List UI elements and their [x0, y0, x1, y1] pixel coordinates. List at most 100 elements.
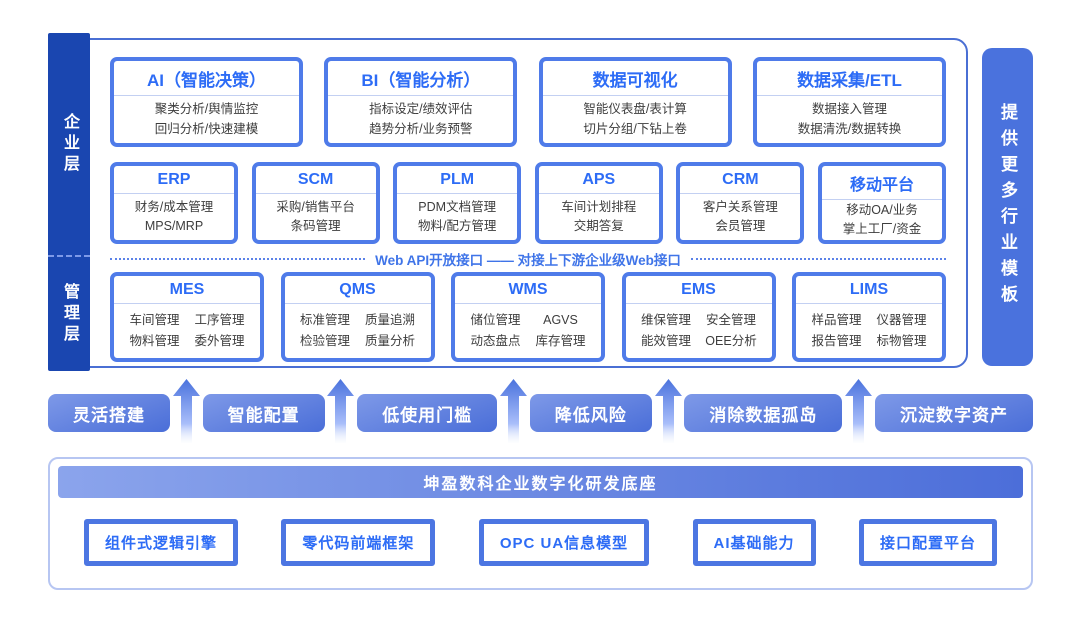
feature-line: 移动OA/业务 — [846, 202, 918, 217]
feature-cell: 质量追溯 — [364, 312, 415, 327]
feature-line: 客户关系管理 — [702, 199, 778, 214]
feature-cell: 储位管理 — [470, 312, 521, 327]
module-title: PLM — [397, 166, 518, 194]
feature-cell: 委外管理 — [194, 334, 245, 348]
module-features: 指标设定/绩效评估 趋势分析/业务预警 — [328, 96, 513, 143]
feature-line: 切片分组/下钻上卷 — [583, 121, 687, 136]
module-features: 智能仪表盘/表计算 切片分组/下钻上卷 — [543, 96, 728, 143]
feature-line: 车间计划排程 — [561, 199, 637, 214]
management-layer-label: 管理层 — [61, 282, 78, 346]
module-title: BI（智能分析） — [328, 61, 514, 96]
module-title: LIMS — [796, 276, 942, 304]
benefit-pill: 降低风险 — [529, 394, 652, 432]
module-title: ERP — [114, 166, 234, 194]
module-card-crm: CRM 客户关系管理 会员管理 — [676, 162, 805, 244]
module-title: MES — [114, 276, 260, 304]
feature-line: 指标设定/绩效评估 — [369, 102, 473, 117]
module-card-aps: APS 车间计划排程 交期答复 — [534, 162, 663, 244]
enterprise-layer-section: 企业层 — [48, 33, 90, 257]
feature-line: 采购/销售平台 — [276, 199, 355, 214]
management-systems-row: MES 车间管理 工序管理 物料管理 委外管理 QMS 标准管理 质量追溯 检验… — [110, 272, 946, 362]
feature-line: 交期答复 — [573, 219, 624, 233]
feature-line: 掌上工厂/资金 — [842, 222, 922, 236]
benefit-pill: 低使用门槛 — [357, 394, 498, 432]
capability-box: 组件式逻辑引擎 — [84, 519, 239, 566]
module-features: 标准管理 质量追溯 检验管理 质量分析 — [285, 304, 431, 358]
module-features: 聚类分析/舆情监控 回归分析/快速建模 — [114, 96, 299, 143]
analytics-row: AI（智能决策） 聚类分析/舆情监控 回归分析/快速建模 BI（智能分析） 指标… — [110, 57, 946, 147]
module-card-data-visualization: 数据可视化 智能仪表盘/表计算 切片分组/下钻上卷 — [538, 57, 732, 147]
feature-line: 智能仪表盘/表计算 — [583, 102, 687, 117]
feature-line: 数据接入管理 — [811, 102, 887, 117]
feature-line: 物料/配方管理 — [417, 219, 497, 233]
module-card-ai: AI（智能决策） 聚类分析/舆情监控 回归分析/快速建模 — [110, 57, 303, 147]
module-card-scm: SCM 采购/销售平台 条码管理 — [251, 162, 380, 244]
up-arrow-icon — [499, 379, 527, 443]
feature-cell: 安全管理 — [705, 312, 756, 327]
feature-cell: 质量分析 — [364, 334, 415, 348]
module-card-mobile-platform: 移动平台 移动OA/业务 掌上工厂/资金 — [817, 162, 946, 244]
feature-cell: 动态盘点 — [470, 334, 521, 348]
benefit-pill: 灵活搭建 — [48, 394, 170, 432]
module-card-etl: 数据采集/ETL 数据接入管理 数据清洗/数据转换 — [752, 57, 946, 147]
module-card-mes: MES 车间管理 工序管理 物料管理 委外管理 — [110, 272, 264, 362]
module-card-ems: EMS 维保管理 安全管理 能效管理 OEE分析 — [621, 272, 776, 362]
feature-cell: 报告管理 — [811, 334, 862, 348]
web-api-label: Web API开放接口 —— 对接上下游企业级Web接口 — [375, 253, 681, 268]
module-features: 采购/销售平台 条码管理 — [256, 194, 376, 240]
module-card-bi: BI（智能分析） 指标设定/绩效评估 趋势分析/业务预警 — [324, 57, 518, 147]
up-arrow-icon — [845, 379, 873, 443]
module-features: 财务/成本管理 MPS/MRP — [114, 194, 234, 240]
feature-cell: 维保管理 — [640, 312, 691, 327]
feature-cell: 仪器管理 — [876, 312, 927, 327]
module-title: APS — [538, 166, 659, 194]
module-features: PDM文档管理 物料/配方管理 — [397, 194, 517, 240]
dashed-line — [110, 258, 366, 260]
feature-cell: 库存管理 — [535, 334, 586, 348]
feature-line: 数据清洗/数据转换 — [797, 121, 902, 136]
feature-cell: 能效管理 — [640, 334, 691, 348]
benefit-pill: 消除数据孤岛 — [684, 394, 843, 432]
module-features: 维保管理 安全管理 能效管理 OEE分析 — [626, 304, 772, 358]
module-title: CRM — [680, 166, 801, 194]
module-title: WMS — [455, 276, 601, 304]
module-card-wms: WMS 储位管理 AGVS 动态盘点 库存管理 — [451, 272, 605, 362]
enterprise-systems-row: ERP 财务/成本管理 MPS/MRP SCM 采购/销售平台 条码管理 PLM — [110, 147, 946, 244]
feature-line: 财务/成本管理 — [134, 199, 214, 214]
dashed-line — [690, 258, 947, 260]
module-card-lims: LIMS 样品管理 仪器管理 报告管理 标物管理 — [792, 272, 946, 362]
capability-box: AI基础能力 — [692, 519, 816, 566]
feature-cell: 样品管理 — [811, 312, 862, 327]
module-card-qms: QMS 标准管理 质量追溯 检验管理 质量分析 — [280, 272, 435, 362]
modules-panel: AI（智能决策） 聚类分析/舆情监控 回归分析/快速建模 BI（智能分析） 指标… — [88, 38, 968, 368]
feature-line: 条码管理 — [290, 219, 341, 233]
capability-box: 零代码前端框架 — [281, 519, 436, 566]
layer-rail: 企业层 管理层 — [48, 33, 90, 371]
foundation-panel: 坤盈数科企业数字化研发底座 组件式逻辑引擎 零代码前端框架 OPC UA信息模型… — [48, 457, 1033, 590]
up-arrow-icon — [654, 379, 682, 443]
foundation-title: 坤盈数科企业数字化研发底座 — [58, 466, 1023, 498]
capability-box: OPC UA信息模型 — [478, 519, 650, 566]
module-title: AI（智能决策） — [114, 61, 299, 96]
more-templates-rail: 提供更多行业模板 — [982, 48, 1033, 366]
module-features: 移动OA/业务 掌上工厂/资金 — [822, 200, 942, 240]
management-layer-section: 管理层 — [48, 257, 90, 371]
module-title: EMS — [625, 276, 772, 304]
module-features: 客户关系管理 会员管理 — [680, 194, 800, 240]
feature-line: 聚类分析/舆情监控 — [154, 102, 259, 117]
feature-line: 会员管理 — [715, 219, 766, 233]
module-title: SCM — [255, 166, 376, 194]
feature-cell: AGVS — [543, 312, 578, 327]
enterprise-layer-label: 企业层 — [61, 112, 78, 176]
feature-line: MPS/MRP — [144, 219, 204, 233]
benefit-pill: 智能配置 — [202, 394, 325, 432]
module-title: 数据采集/ETL — [756, 61, 942, 96]
up-arrow-icon — [327, 379, 355, 443]
feature-cell: 检验管理 — [299, 334, 350, 348]
module-features: 数据接入管理 数据清洗/数据转换 — [757, 96, 942, 143]
module-features: 车间计划排程 交期答复 — [539, 194, 659, 240]
module-features: 车间管理 工序管理 物料管理 委外管理 — [114, 304, 260, 358]
module-card-erp: ERP 财务/成本管理 MPS/MRP — [110, 162, 238, 244]
feature-cell: OEE分析 — [705, 334, 757, 348]
module-title: QMS — [284, 276, 431, 304]
